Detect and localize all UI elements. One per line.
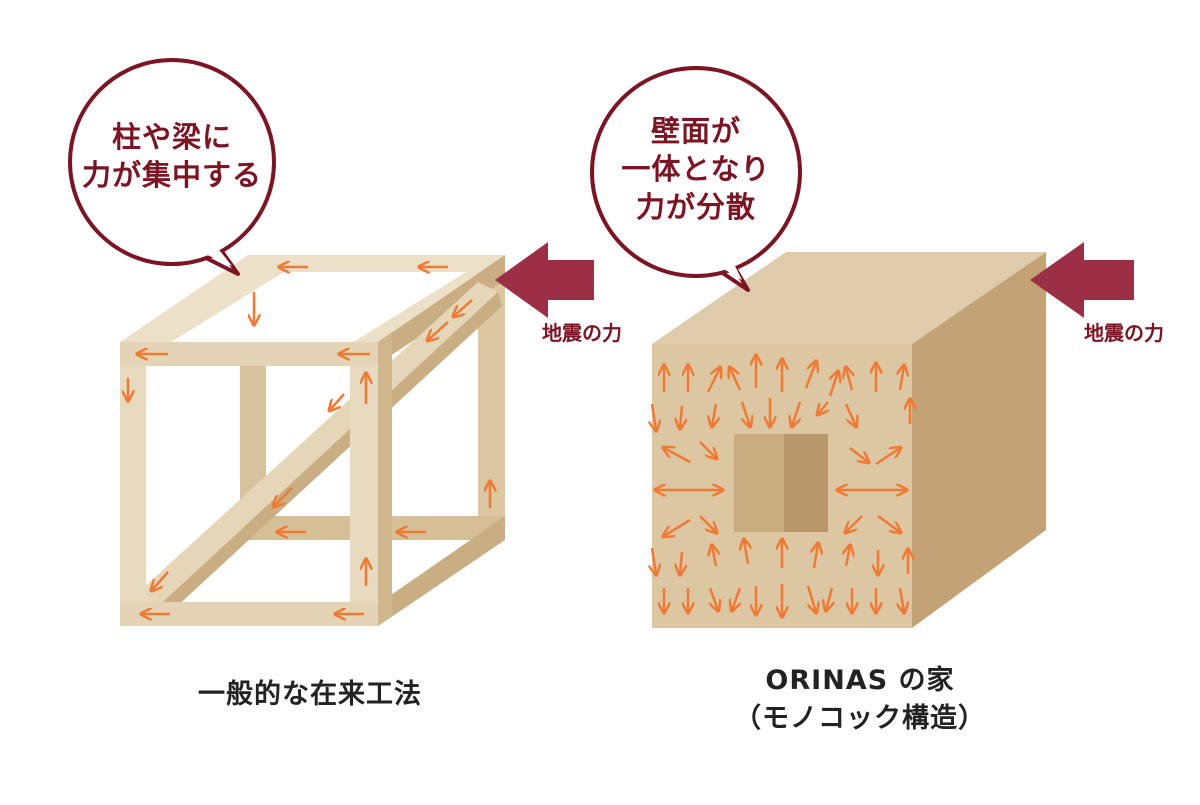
right-top-beam <box>378 255 505 364</box>
diagonal-brace <box>130 282 498 612</box>
left-speech-bubble <box>68 58 276 276</box>
right-bubble-line-1: 壁面が <box>650 114 741 148</box>
front-bottom-beam <box>120 602 378 626</box>
right-caption-line-1: ORINAS の家 <box>765 665 955 696</box>
back-right-post <box>478 258 505 520</box>
left-bubble-line-1: 柱や梁に <box>111 120 232 154</box>
left-bubble-line-2: 力が集中する <box>81 158 262 192</box>
window-opening-right <box>784 434 828 532</box>
right-bubble-line-3: 力が分散 <box>635 190 756 224</box>
left-bubble-text: 柱や梁に 力が集中する <box>74 118 270 194</box>
monocoque-box <box>652 252 1046 628</box>
front-top-beam <box>120 342 378 366</box>
front-right-post-side <box>378 332 392 626</box>
right-bottom-beam <box>378 516 505 626</box>
left-force-arrow <box>495 242 594 318</box>
right-force-label: 地震の力 <box>1084 321 1164 345</box>
right-bubble-line-2: 一体となり <box>621 152 771 186</box>
diagonal-brace-shade <box>152 292 502 622</box>
right-speech-bubble <box>590 66 802 292</box>
box-stress-arrows <box>652 356 910 616</box>
right-caption-line-2: （モノコック構造） <box>734 703 986 734</box>
box-right <box>912 252 1046 628</box>
top-frame-opening <box>168 272 466 344</box>
left-caption: 一般的な在来工法 <box>198 679 422 710</box>
front-left-post <box>120 342 146 626</box>
window-opening-left <box>734 434 784 532</box>
left-force-label: 地震の力 <box>542 321 622 345</box>
right-bubble-text: 壁面が 一体となり 力が分散 <box>596 112 796 226</box>
box-top <box>652 252 1046 344</box>
right-force-arrow <box>1030 242 1134 318</box>
frame-stress-arrows <box>128 267 490 614</box>
frame-cube <box>120 255 505 626</box>
right-caption: ORINAS の家 （モノコック構造） <box>660 662 1060 738</box>
front-right-post <box>350 342 378 626</box>
